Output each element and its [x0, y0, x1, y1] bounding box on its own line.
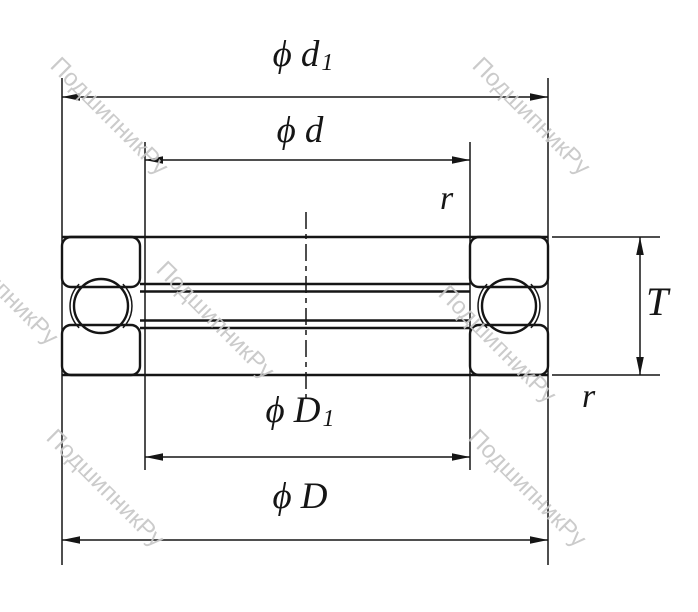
cage-arc — [477, 283, 488, 329]
cage-right — [477, 283, 541, 329]
cage-arc — [69, 283, 80, 329]
phi-symbol: ϕ — [272, 34, 292, 75]
cage-arc — [122, 283, 133, 329]
label-fillet-r-bottom: r — [582, 380, 595, 414]
label-fillet-r-top: r — [440, 182, 453, 216]
dimension-lines — [62, 93, 644, 544]
dim-letter: r — [440, 180, 454, 217]
bearing-section — [60, 212, 550, 400]
dim-letter: T — [646, 279, 669, 324]
dim-subscript: 1 — [322, 406, 335, 432]
dim-letter: D — [293, 390, 321, 431]
phi-symbol: ϕ — [265, 390, 285, 431]
cage-left — [69, 283, 133, 329]
extension-lines — [61, 78, 660, 565]
phi-symbol: ϕ — [272, 476, 292, 517]
ball-left — [72, 277, 130, 335]
cage-arc — [530, 283, 541, 329]
ball-right — [480, 277, 538, 335]
dim-letter: D — [300, 476, 328, 517]
dim-letter: d — [304, 110, 324, 151]
dim-letter: r — [582, 378, 596, 415]
dim-letter: d — [300, 34, 320, 75]
label-dim-T: T — [646, 282, 668, 322]
phi-symbol: ϕ — [276, 110, 296, 151]
dim-subscript: 1 — [321, 50, 334, 76]
